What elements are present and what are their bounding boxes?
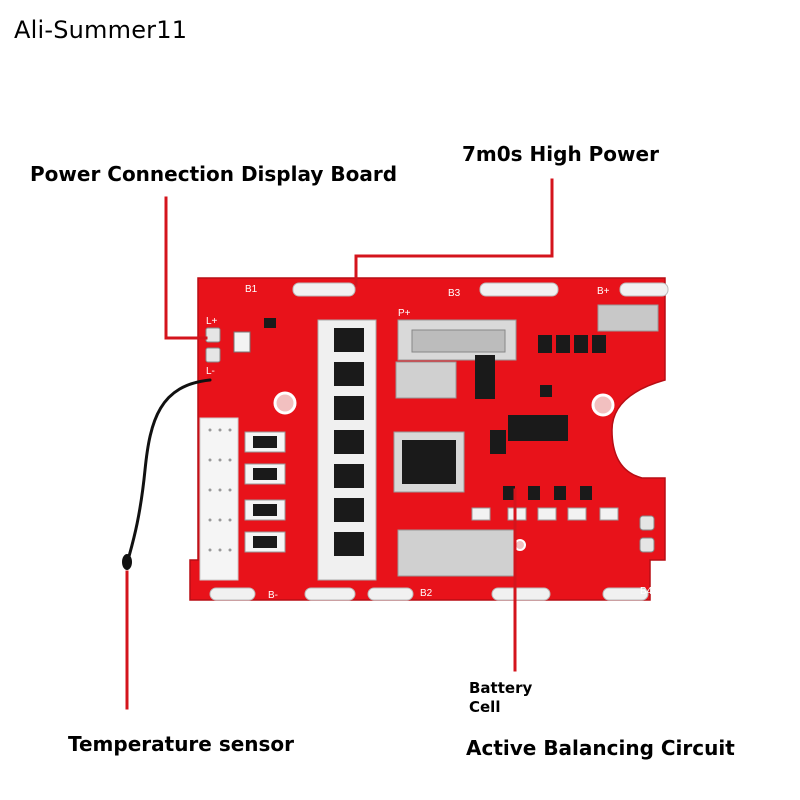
leader-line-high-power	[354, 178, 554, 287]
leader-line-power-connection	[164, 196, 208, 340]
bottom-terminal-5	[602, 587, 649, 601]
mosfet-array	[334, 328, 364, 556]
label-high-power: 7m0s High Power	[462, 142, 659, 166]
watermark: Ali-Summer11	[14, 16, 188, 44]
silk-l-minus: L-	[206, 366, 215, 377]
p-plus-spring-clip	[411, 329, 506, 353]
balancing-transistors	[503, 486, 592, 500]
silk-l-plus: L+	[206, 316, 218, 327]
clip-top	[395, 361, 457, 399]
temperature-sensor-probe	[122, 554, 132, 570]
balancing-resistors	[471, 507, 619, 521]
connector-pad-l-minus	[205, 347, 221, 363]
ic-small-2	[490, 430, 506, 454]
top-terminal-b1	[292, 282, 356, 297]
capacitor-body	[402, 440, 456, 484]
silk-b4: B4	[640, 586, 653, 597]
silk-b-minus: B-	[268, 590, 278, 601]
top-terminal-strip	[597, 304, 659, 332]
b2-terminal-clip	[397, 529, 517, 577]
silk-b3: B3	[448, 288, 461, 299]
bottom-terminal-2	[304, 587, 356, 601]
silk-p-plus: P+	[398, 308, 411, 319]
silk-b2: B2	[420, 588, 433, 599]
control-ic	[508, 415, 568, 441]
temperature-sensor-wire	[126, 378, 212, 562]
switch-component	[233, 331, 251, 353]
right-pad-2	[639, 537, 655, 553]
top-terminal-b3	[479, 282, 559, 297]
top-terminal-bplus	[619, 282, 669, 297]
mounting-hole-right	[591, 393, 615, 417]
right-pad-1	[639, 515, 655, 531]
silkscreen-pad-column	[199, 417, 239, 581]
diode-array	[538, 335, 606, 353]
label-active-balancing-circuit: Active Balancing Circuit	[466, 736, 735, 760]
ic-small-3	[540, 385, 552, 397]
shunt-resistors	[244, 431, 286, 553]
label-battery-cell-line1: Battery	[469, 679, 533, 697]
label-battery-cell-line2: Cell	[469, 698, 501, 716]
label-power-connection-display-board: Power Connection Display Board	[30, 162, 398, 186]
bottom-terminal-4	[491, 587, 551, 601]
connector-pad-l-plus	[205, 327, 221, 343]
ic-small-1	[475, 355, 495, 399]
mounting-hole-left	[273, 391, 297, 415]
small-chip-top-left	[264, 318, 276, 328]
silk-b-plus: B+	[597, 286, 610, 297]
label-battery-cell: Battery Cell	[469, 679, 532, 717]
bottom-terminal-3	[367, 587, 414, 601]
bottom-terminal-1	[209, 587, 256, 601]
silk-b1: B1	[245, 284, 258, 295]
label-temperature-sensor: Temperature sensor	[68, 732, 295, 756]
